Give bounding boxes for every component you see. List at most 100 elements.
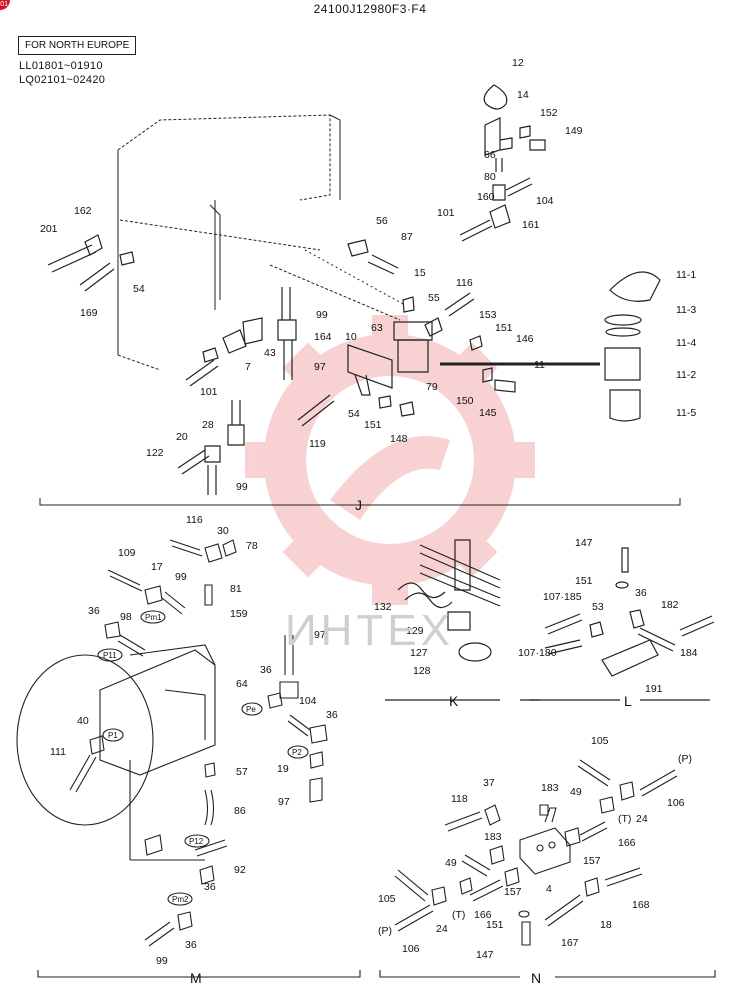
watermark-gear-icon [245,315,535,605]
callout-label: 36 [326,709,338,721]
document-title: 24100J12980F3·F4 [313,2,427,16]
section-m-drawing [16,539,361,978]
section-m-port-tags: Pm1 P11 P1 Pe P2 P12 Pm2 [103,613,302,904]
callout-label: 24 [436,923,448,935]
callout-label: 104 [299,695,317,707]
callout-label: 30 [217,525,229,537]
callout-label: 106 [402,943,420,955]
callout-label: 184 [680,647,698,659]
callout-label: 79 [426,381,438,393]
callout-label: (T) [618,813,631,825]
callout-label: 11-5 [676,407,696,419]
callout-label: 17 [151,561,163,573]
callout-label: 118 [451,793,468,805]
callout-label: 54 [348,408,360,420]
callout-label: 36 [260,664,272,676]
port-tag: P1 [108,731,118,740]
callout-label: 56 [376,215,388,227]
callout-label: 127 [410,647,428,659]
callout-label: (T) [452,909,465,921]
corner-mark-text: 01 [0,1,8,8]
callout-label: 92 [234,864,246,876]
callout-label: 147 [476,949,494,961]
callout-label: 11 [534,359,545,371]
callout-label: 10 [345,331,357,343]
callout-label: 99 [175,571,187,583]
callout-label: 111 [50,746,66,758]
callout-label: 122 [146,447,164,459]
callout-label: 98 [120,611,132,623]
callout-label: 36 [88,605,100,617]
callout-label: 152 [540,107,558,119]
callout-label: 147 [575,537,593,549]
callout-label: 66 [484,149,496,161]
callout-label: 167 [561,937,579,949]
callout-label: 20 [176,431,188,443]
callout-label: 11-1 [676,269,696,281]
section-j-drawing [39,84,681,506]
callout-label: 11-4 [676,337,696,349]
callout-label: 11-2 [676,369,696,381]
region-label: FOR NORTH EUROPE [18,36,137,55]
callout-label: 157 [583,855,601,867]
section-l-letter: L [624,693,632,709]
callout-label: 166 [474,909,492,921]
callout-label: 159 [230,608,248,620]
callout-label: 128 [413,665,431,677]
port-tag: P2 [292,748,302,757]
callout-label: 153 [479,309,497,321]
callout-label: 15 [414,267,426,279]
callout-label: 164 [314,331,332,343]
callout-label: 169 [80,307,98,319]
callout-label: 64 [236,678,248,690]
port-tag: Pe [246,705,256,714]
callout-label: 63 [371,322,383,334]
callout-label: 150 [456,395,474,407]
section-l-drawing [530,547,715,701]
callout-label: 151 [486,919,504,931]
serial-range-1: LL01801~01910 [19,60,103,72]
callout-label: 87 [401,231,413,243]
callout-label: 129 [406,625,424,637]
callout-label: 105 [591,735,609,747]
callout-label: (P) [378,925,392,937]
section-m-letter: M [190,970,202,986]
callout-label: 54 [133,283,145,295]
port-tag: Pm1 [145,613,162,622]
port-tag: Pm2 [172,895,189,904]
callout-label: 40 [77,715,89,727]
callout-label: 11-3 [676,304,696,316]
callout-label: 107·180 [518,647,557,659]
callout-label: 78 [246,540,258,552]
callout-label: 55 [428,292,440,304]
callout-label: 24 [636,813,648,825]
callout-label: 36 [204,881,216,893]
callout-label: 101 [437,207,455,219]
callout-label: 132 [374,601,392,613]
callout-label: 151 [495,322,513,334]
callout-label: 182 [661,599,679,611]
callout-label: 97 [314,361,326,373]
callout-label: 49 [445,857,457,869]
callout-label: 105 [378,893,396,905]
callout-label: 37 [483,777,495,789]
section-m-callouts: 116 30 78 109 17 99 81 36 98 159 97 36 6… [50,514,338,967]
callout-label: 161 [522,219,540,231]
watermark-text: ИНТЕХ [285,606,454,655]
section-k-callouts: 132 129 127 128 [374,601,431,677]
callout-label: 119 [309,438,326,450]
callout-label: 101 [200,386,218,398]
port-bubbles [97,610,309,906]
callout-label: 146 [516,333,534,345]
callout-label: (P) [678,753,692,765]
callout-label: 28 [202,419,214,431]
callout-label: 145 [479,407,497,419]
callout-label: 160 [477,191,495,203]
callout-label: 36 [635,587,647,599]
callout-label: 107·185 [543,591,582,603]
callout-label: 109 [118,547,136,559]
section-k-drawing [385,539,540,701]
callout-label: 99 [156,955,168,967]
section-j-callouts: 12 14 152 149 66 80 104 160 161 101 56 8… [40,57,696,493]
